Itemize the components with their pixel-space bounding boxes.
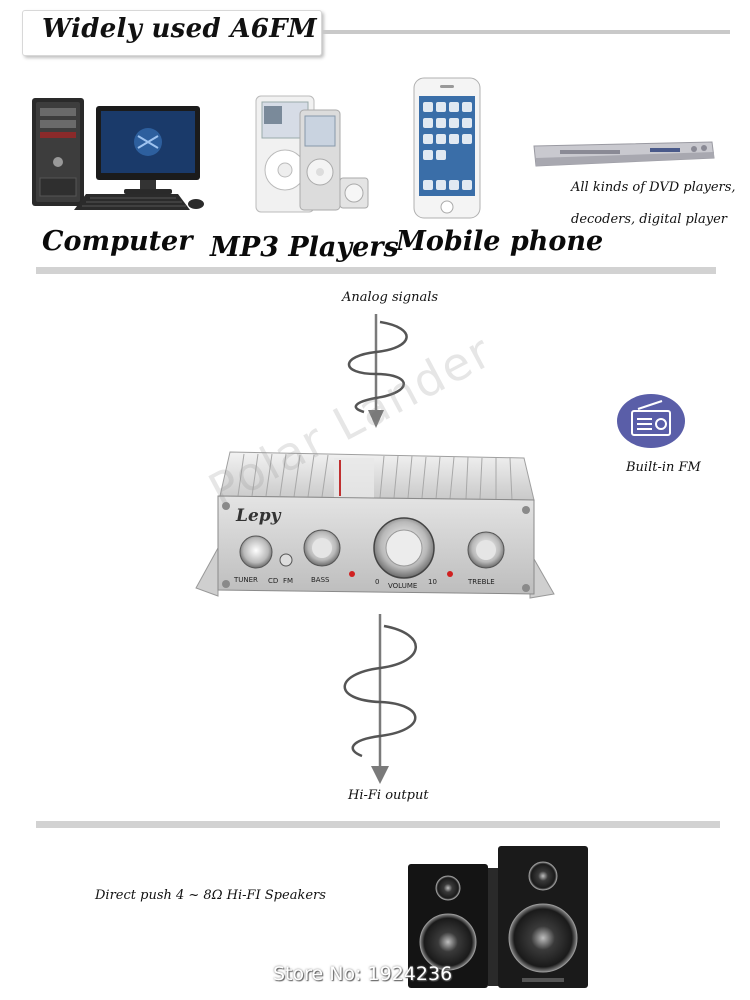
mobile-phone-illustration <box>413 77 481 219</box>
hifi-output-label: Hi-Fi output <box>348 788 429 803</box>
signal-in-arrow <box>347 314 408 428</box>
control-label-tuner: TUNER <box>234 576 258 584</box>
amplifier-brand: Lepy <box>236 506 281 526</box>
store-number: Store No: 1924236 <box>273 963 453 985</box>
header-tab <box>22 10 322 56</box>
speakers-label: Direct push 4 ~ 8Ω Hi-FI Speakers <box>95 888 326 903</box>
control-label-bass: BASS <box>311 576 330 584</box>
control-label-fm: FM <box>283 577 294 585</box>
built-in-fm-label: Built-in FM <box>626 460 701 475</box>
computer-illustration <box>32 98 204 210</box>
analog-signals-label: Analog signals <box>342 290 439 305</box>
section-divider-top <box>36 267 716 274</box>
header-divider <box>322 30 730 34</box>
volume-scale-min: 0 <box>375 578 380 586</box>
control-label-cd: CD <box>268 577 279 585</box>
device-label-dvd-line1: All kinds of DVD players, <box>571 180 736 195</box>
device-label-phone: Mobile phone <box>396 226 604 257</box>
device-label-computer: Computer <box>42 226 193 257</box>
section-divider-bottom <box>36 821 720 828</box>
speakers-illustration <box>408 846 588 988</box>
volume-scale-max: 10 <box>428 578 437 586</box>
device-label-mp3: MP3 Players <box>210 232 399 263</box>
page-title: Widely used A6FM <box>42 14 317 44</box>
control-label-treble: TREBLE <box>468 578 495 586</box>
dvd-player-illustration <box>533 141 715 167</box>
mp3-player-illustration <box>255 95 369 213</box>
signal-out-arrow <box>343 614 417 784</box>
device-label-dvd-line2: decoders, digital player <box>571 212 727 227</box>
amplifier-illustration <box>195 451 555 599</box>
control-label-volume: VOLUME <box>388 582 418 590</box>
radio-icon <box>617 394 685 448</box>
